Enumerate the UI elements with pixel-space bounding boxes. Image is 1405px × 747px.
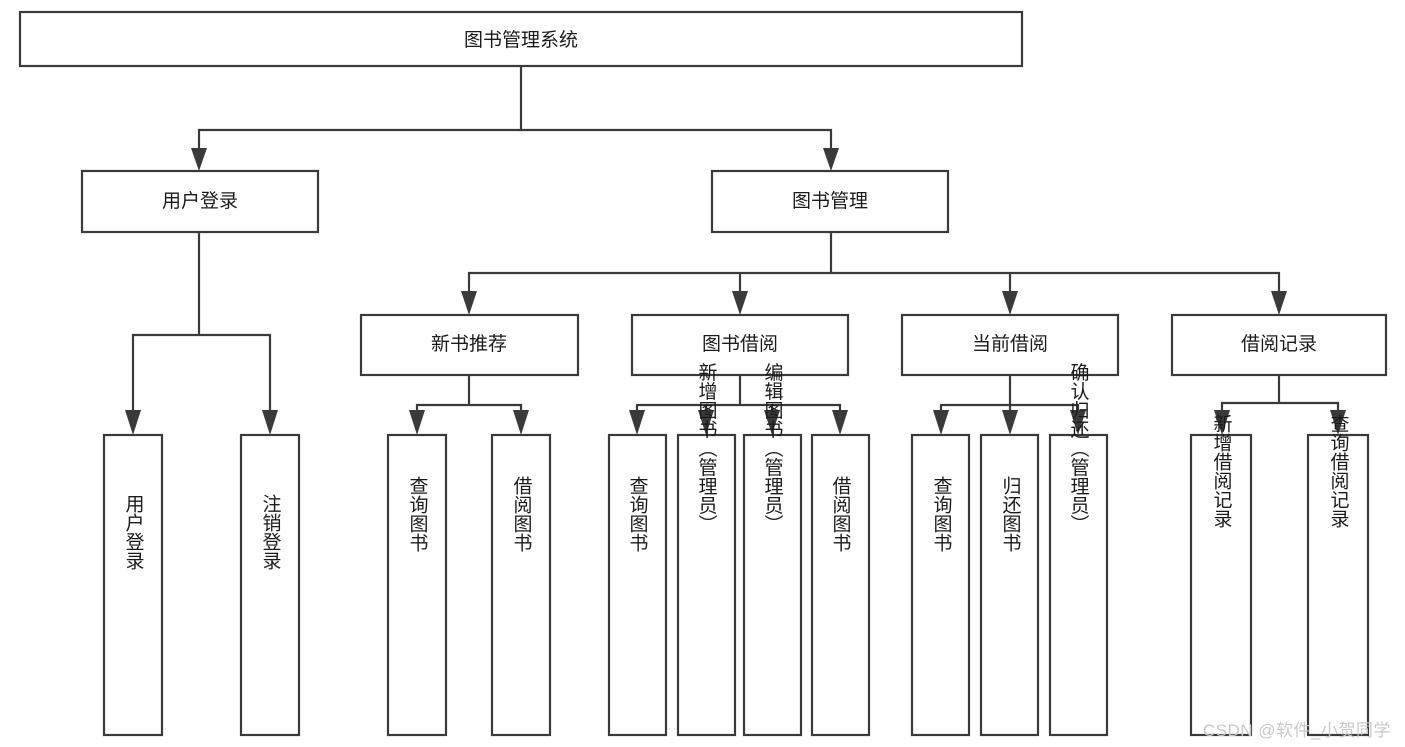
node-leaf-user-logout[interactable]: 注销登录 [239,433,301,737]
node-leaf-user-login-label: 用户登录 [123,494,145,570]
arrow-to-leaf-query-book-1 [409,410,425,435]
node-root[interactable]: 图书管理系统 [18,10,1024,68]
node-leaf-query-book-3-box[interactable] [910,433,971,737]
connector-book-borrow-trunk [635,373,842,420]
node-leaf-user-login-box[interactable] [102,433,164,737]
node-leaf-user-logout-box[interactable] [239,433,301,737]
connector-layer [125,64,1346,435]
node-leaf-add-record-label: 新增借阅记录 [1211,414,1233,528]
node-leaf-borrow-book-1-label: 借阅图书 [511,476,533,552]
node-leaf-borrow-book-2-label: 借阅图书 [830,476,852,552]
node-leaf-edit-book-label: 编辑图书（管理员） [762,362,784,533]
node-leaf-add-book-label: 新增图书（管理员） [696,362,718,533]
node-leaf-confirm-return-box[interactable] [1048,433,1109,737]
arrow-to-leaf-edit-book [764,410,780,435]
node-current-borrow[interactable]: 当前借阅 [900,313,1120,377]
node-leaf-add-book[interactable]: 新增图书（管理员） [676,362,737,737]
node-leaf-return-book[interactable]: 归还图书 [979,433,1040,737]
watermark-label: CSDN @软件_小贺同学 [1202,721,1391,740]
node-user-login-box[interactable] [80,169,320,234]
node-leaf-edit-book-box[interactable] [742,433,803,737]
node-borrow-record[interactable]: 借阅记录 [1170,313,1388,377]
node-leaf-add-book-box[interactable] [676,433,737,737]
arrow-to-leaf-return-book [1002,410,1018,435]
connector-user-login-trunk [131,230,272,420]
node-leaf-query-book-1[interactable]: 查询图书 [386,433,448,737]
node-root-box[interactable] [18,10,1024,68]
node-new-book-recommend-label: 新书推荐 [431,333,507,355]
connector-book-manage-trunk [467,230,1281,297]
node-leaf-query-book-1-box[interactable] [386,433,448,737]
node-leaf-borrow-book-1-box[interactable] [490,433,552,737]
node-leaf-query-book-2[interactable]: 查询图书 [607,433,668,737]
arrow-to-leaf-user-login [125,410,141,435]
node-leaf-query-record-box[interactable] [1306,433,1370,737]
node-root-label: 图书管理系统 [464,29,578,51]
node-user-login-label: 用户登录 [162,190,238,212]
node-leaf-query-book-3[interactable]: 查询图书 [910,433,971,737]
arrow-to-leaf-user-logout [262,410,278,435]
arrow-to-leaf-query-record [1330,410,1346,435]
connector-new-book-recommend-trunk [415,373,523,420]
node-leaf-borrow-book-2[interactable]: 借阅图书 [810,433,871,737]
node-new-book-recommend[interactable]: 新书推荐 [359,313,580,377]
node-book-manage[interactable]: 图书管理 [710,169,950,234]
node-leaf-user-login[interactable]: 用户登录 [102,433,164,737]
node-book-manage-box[interactable] [710,169,950,234]
arrow-to-borrow-record [1271,291,1287,315]
node-new-book-recommend-box[interactable] [359,313,580,377]
node-leaf-confirm-return[interactable]: 确认归还（管理员） [1048,362,1109,737]
node-user-login[interactable]: 用户登录 [80,169,320,234]
arrow-to-leaf-borrow-book-2 [832,410,848,435]
node-book-borrow-label: 图书借阅 [702,333,778,355]
node-leaf-add-record[interactable]: 新增借阅记录 [1189,414,1253,737]
node-leaf-query-book-1-label: 查询图书 [407,476,429,552]
node-leaf-query-book-2-box[interactable] [607,433,668,737]
node-leaf-user-logout-label: 注销登录 [260,494,282,570]
arrow-to-leaf-confirm-return [1070,410,1086,435]
node-leaf-return-book-label: 归还图书 [1000,476,1022,552]
node-current-borrow-box[interactable] [900,313,1120,377]
node-borrow-record-label: 借阅记录 [1241,333,1317,355]
node-leaf-borrow-book-2-box[interactable] [810,433,871,737]
node-leaf-add-record-box[interactable] [1189,433,1253,737]
arrow-to-leaf-borrow-book-1 [513,410,529,435]
connector-borrow-record-trunk [1220,373,1340,420]
node-leaf-query-book-3-label: 查询图书 [931,476,953,552]
node-leaf-query-book-2-label: 查询图书 [627,476,649,552]
arrow-to-book-manage [823,148,839,171]
node-book-manage-label: 图书管理 [792,190,868,212]
node-leaf-borrow-book-1[interactable]: 借阅图书 [490,433,552,737]
node-borrow-record-box[interactable] [1170,313,1388,377]
node-leaf-confirm-return-label: 确认归还（管理员） [1068,362,1090,533]
arrow-to-leaf-add-book [698,410,714,435]
arrow-to-user-login [191,148,207,171]
arrow-to-leaf-query-book-3 [933,410,949,435]
node-leaf-edit-book[interactable]: 编辑图书（管理员） [742,362,803,737]
node-leaf-query-record[interactable]: 查询借阅记录 [1306,414,1370,737]
node-book-borrow[interactable]: 图书借阅 [630,313,850,377]
node-current-borrow-label: 当前借阅 [972,333,1048,355]
arrow-to-leaf-add-record [1214,410,1230,435]
connector-root-trunk [197,64,833,157]
node-leaf-query-record-label: 查询借阅记录 [1328,414,1350,528]
node-book-borrow-box[interactable] [630,313,850,377]
node-leaf-return-book-box[interactable] [979,433,1040,737]
arrow-to-book-borrow [732,291,748,315]
arrow-to-leaf-query-book-2 [629,410,645,435]
arrow-to-new-book-recommend [461,291,477,315]
arrow-to-current-borrow [1002,291,1018,315]
